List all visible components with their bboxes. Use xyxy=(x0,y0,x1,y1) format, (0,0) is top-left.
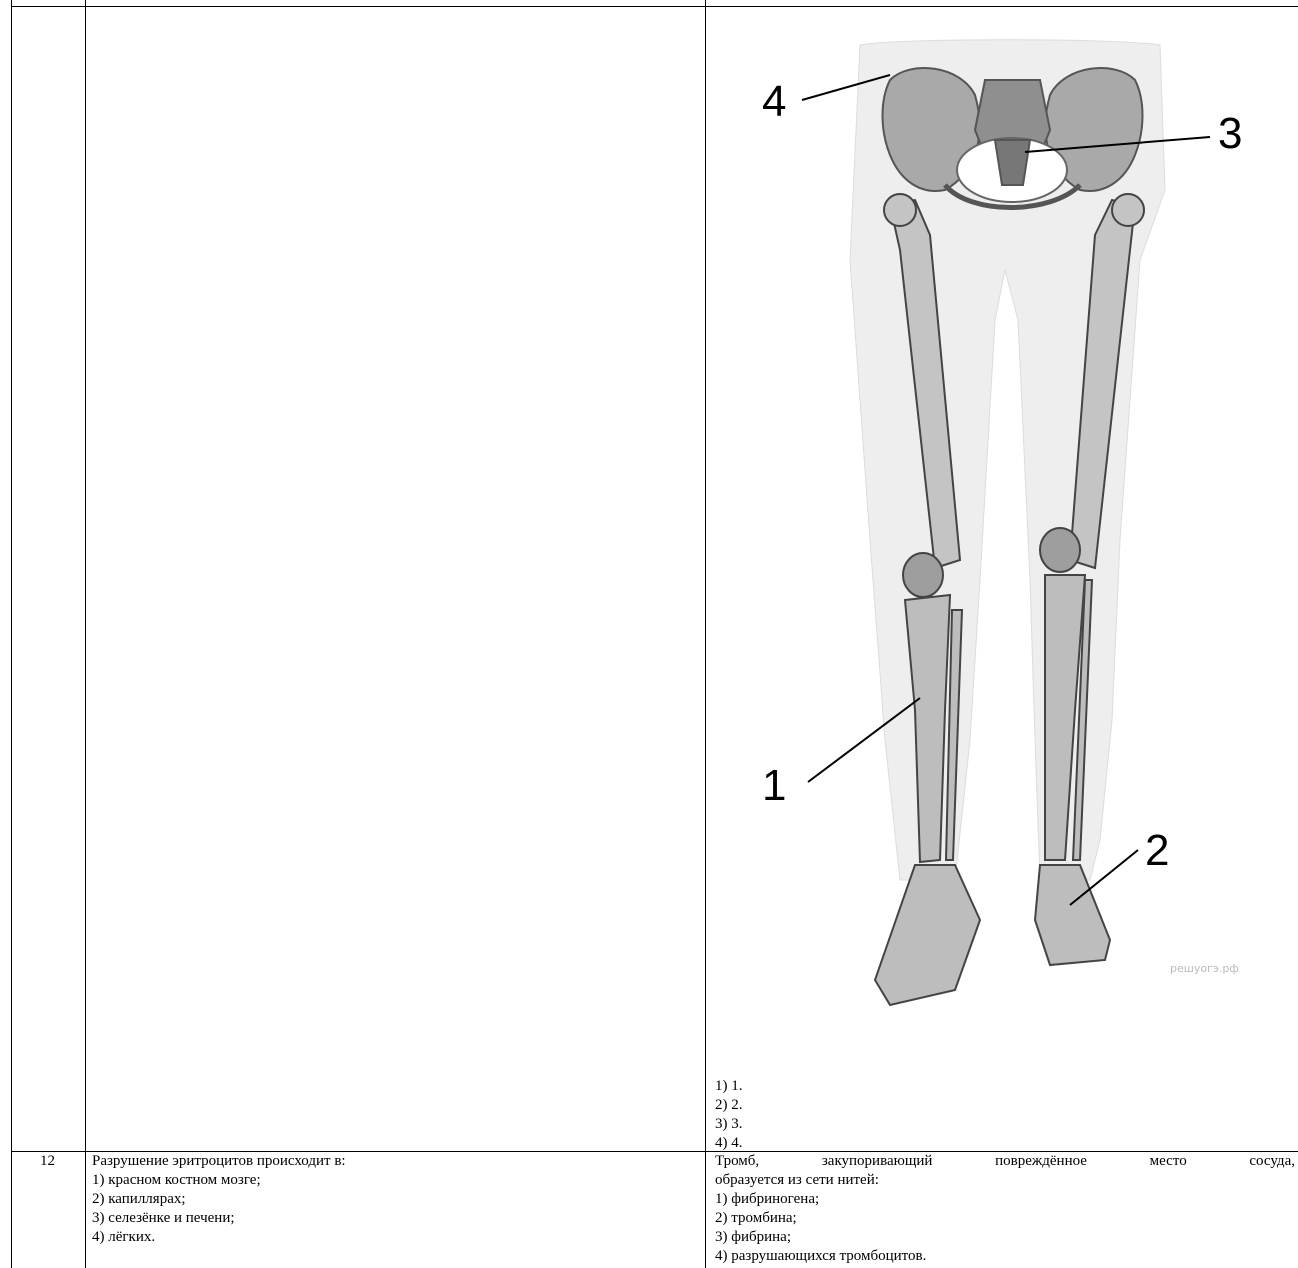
question-right: Тромб, закупоривающий повреждённое место… xyxy=(715,1152,1295,1266)
right-option-4: 4) разрушающихся тромбоцитов. xyxy=(715,1247,1295,1266)
middle-column-divider xyxy=(705,0,706,1268)
left-option-3: 3) селезёнке и печени; xyxy=(92,1209,346,1228)
question-left: Разрушение эритроцитов происходит в: 1) … xyxy=(92,1152,346,1247)
figure-label-4: 4 xyxy=(762,77,786,126)
number-column-divider xyxy=(85,0,86,1268)
table-top-border xyxy=(11,6,1298,7)
figure-label-3: 3 xyxy=(1218,109,1242,158)
question-right-line1: Тромб, закупоривающий повреждённое место… xyxy=(715,1152,1295,1171)
right-option-3: 3) фибрина; xyxy=(715,1228,1295,1247)
watermark: решуогэ.рф xyxy=(1170,962,1239,975)
feet xyxy=(875,865,1110,1005)
left-option-4: 4) лёгких. xyxy=(92,1228,346,1247)
left-option-1: 1) красном костном мозге; xyxy=(92,1171,346,1190)
answer-option-4: 4) 4. xyxy=(715,1134,743,1153)
top-answer-options: 1) 1. 2) 2. 3) 3. 4) 4. xyxy=(715,1077,743,1153)
answer-option-2: 2) 2. xyxy=(715,1096,743,1115)
right-option-2: 2) тромбина; xyxy=(715,1209,1295,1228)
answer-option-3: 3) 3. xyxy=(715,1115,743,1134)
answer-option-1: 1) 1. xyxy=(715,1077,743,1096)
question-right-line2: образуется из сети нитей: xyxy=(715,1171,1295,1190)
pelvis xyxy=(883,68,1143,208)
figure-label-2: 2 xyxy=(1145,826,1169,875)
shin-bones xyxy=(905,575,1092,862)
right-option-1: 1) фибриногена; xyxy=(715,1190,1295,1209)
left-option-2: 2) капиллярах; xyxy=(92,1190,346,1209)
question-left-text: Разрушение эритроцитов происходит в: xyxy=(92,1152,346,1171)
table-left-border xyxy=(11,0,12,1268)
leg-skeleton-figure: 1 2 3 4 решуогэ.рф xyxy=(740,20,1285,1020)
row-number: 12 xyxy=(40,1152,55,1171)
figure-label-1: 1 xyxy=(762,761,786,810)
